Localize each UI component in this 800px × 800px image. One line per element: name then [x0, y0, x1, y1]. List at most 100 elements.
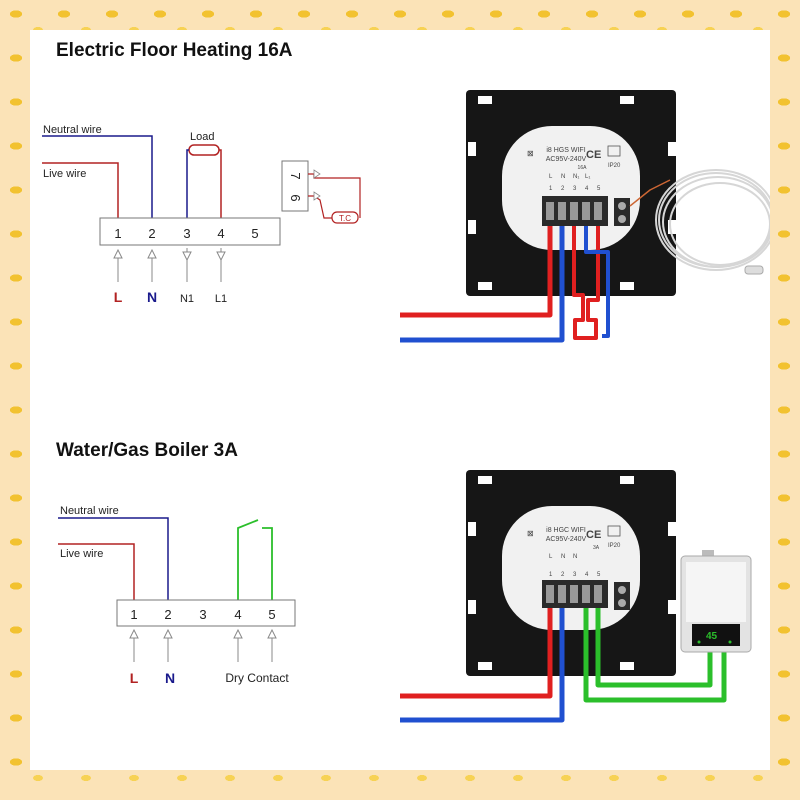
device1-term-l: L: [549, 174, 553, 180]
sensor-terminal-7: 7: [288, 172, 303, 179]
device2-ip: IP20: [608, 543, 621, 549]
boiler-thermostat-photo: i8 HGC WIFI AC95V-240V 3A ⊠ CE IP20 L N …: [466, 470, 676, 676]
photo-load-return: [584, 226, 610, 338]
device2-num-4: 4: [585, 572, 589, 578]
terminal2-3: 3: [199, 607, 206, 622]
ce-mark-icon: CE: [586, 149, 601, 161]
label-l: L: [114, 289, 123, 305]
terminal2-1: 1: [130, 607, 137, 622]
device1-term-l1: L₁: [585, 174, 590, 180]
device1-term-n1: N₁: [573, 174, 579, 180]
photo-dry-wire-a: [583, 608, 727, 703]
sensor-label: T.C: [339, 214, 351, 223]
compliance-icon: [607, 145, 621, 157]
terminal-5: 5: [251, 226, 258, 241]
terminal-block-2: [116, 599, 296, 627]
device2-term-l: L: [549, 554, 553, 560]
load-element: [188, 144, 220, 156]
device1-model: i8 HGS WIFI: [546, 147, 585, 154]
sensor-wire-bottom: [308, 195, 334, 219]
dry-contact-switch: [237, 519, 259, 600]
sensor-arrows: [313, 169, 321, 201]
sensor-terminal-6: 6: [288, 194, 303, 201]
device1-num-4: 4: [585, 186, 589, 192]
terminal-arrows-2: [129, 628, 277, 662]
terminal-2: 2: [148, 226, 155, 241]
device2-voltage: AC95V-240V: [546, 536, 587, 543]
neutral-wire: [42, 135, 153, 218]
dry-contact-label: Dry Contact: [225, 671, 289, 685]
device1-term-n: N: [561, 174, 565, 180]
device2-num-1: 1: [549, 572, 553, 578]
floor-heating-thermostat-photo: i8 HGS WIFI AC95V-240V 16A ⊠ CE IP20 L N…: [466, 90, 676, 296]
terminal2-5: 5: [268, 607, 275, 622]
photo-live-wire: [400, 226, 553, 318]
load-label: Load: [190, 131, 214, 143]
label-l-2: L: [130, 670, 139, 686]
thermostat-module-2: [502, 506, 640, 630]
live-wire: [42, 162, 119, 218]
gas-boiler-unit: 45: [680, 550, 752, 653]
weee-icon-2: ⊠: [527, 529, 534, 538]
device1-ip: IP20: [608, 163, 621, 169]
terminal2-4: 4: [234, 607, 241, 622]
device2-rating: 3A: [593, 545, 600, 551]
photo-neutral-wire: [400, 226, 565, 343]
section2-title: Water/Gas Boiler 3A: [56, 440, 238, 461]
device2-model: i8 HGC WIFI: [546, 527, 586, 534]
label-n1: N1: [180, 293, 194, 305]
terminal-4: 4: [217, 226, 224, 241]
terminal2-2: 2: [164, 607, 171, 622]
device1-voltage: AC95V-240V: [546, 156, 587, 163]
load-l1-wire: [219, 149, 222, 218]
device1-num-2: 2: [561, 186, 565, 192]
terminal-arrows: [113, 248, 226, 282]
label-n-2: N: [165, 670, 175, 686]
live-wire-label-2: Live wire: [60, 548, 103, 560]
boiler-display: [692, 624, 740, 646]
neutral-wire-2: [58, 517, 169, 600]
floor-heating-schematic: Neutral wire Live wire Load 1 2 3 4 5 L …: [42, 124, 361, 305]
temperature-sensor: [331, 211, 359, 224]
live-wire-2: [58, 543, 135, 600]
floor-sensor-coil: [655, 169, 770, 275]
thermostat-module: [502, 126, 640, 250]
diagram-panel: Electric Floor Heating 16A Neutral wire …: [30, 30, 770, 770]
photo-neutral-wire-2: [400, 608, 565, 723]
load-n1-wire: [186, 149, 189, 218]
boiler-wires: [400, 608, 727, 723]
neutral-wire-label: Neutral wire: [43, 124, 102, 136]
terminal-block: [99, 217, 281, 246]
terminal-screws: [546, 202, 602, 220]
device2-term-n: N: [561, 554, 565, 560]
label-l1: L1: [215, 293, 227, 305]
dry-contact-wire: [262, 527, 273, 600]
boiler-schematic: Neutral wire Live wire 1 2 3 4 5 L N Dry…: [58, 505, 296, 686]
terminal-3: 3: [183, 226, 190, 241]
device1-num-3: 3: [573, 186, 577, 192]
label-n: N: [147, 289, 157, 305]
device2-num-5: 5: [597, 572, 601, 578]
device1-rating: 16A: [578, 165, 588, 171]
photo-dry-wire-b: [595, 608, 713, 688]
device2-num-3: 3: [573, 572, 577, 578]
device1-num-5: 5: [597, 186, 601, 192]
photo-live-wire-2: [400, 608, 553, 699]
photo-load-coil: [572, 226, 600, 340]
terminal-screws-2: [546, 585, 602, 603]
wiring-diagrams: Neutral wire Live wire Load 1 2 3 4 5 L …: [42, 90, 770, 723]
device2-num-2: 2: [561, 572, 565, 578]
boiler-display-value: 45: [706, 631, 718, 642]
floor-heating-wires: [400, 179, 671, 343]
device2-term-n2: N: [573, 554, 577, 560]
weee-icon: ⊠: [527, 149, 534, 158]
live-wire-label: Live wire: [43, 168, 86, 180]
ce-mark-icon-2: CE: [586, 529, 601, 541]
sensor-terminal-block: [281, 160, 309, 212]
device1-num-1: 1: [549, 186, 553, 192]
compliance-icon-2: [607, 525, 621, 537]
section1-title: Electric Floor Heating 16A: [56, 40, 293, 61]
neutral-wire-label-2: Neutral wire: [60, 505, 119, 517]
terminal-1: 1: [114, 226, 121, 241]
sensor-lead: [629, 179, 671, 207]
